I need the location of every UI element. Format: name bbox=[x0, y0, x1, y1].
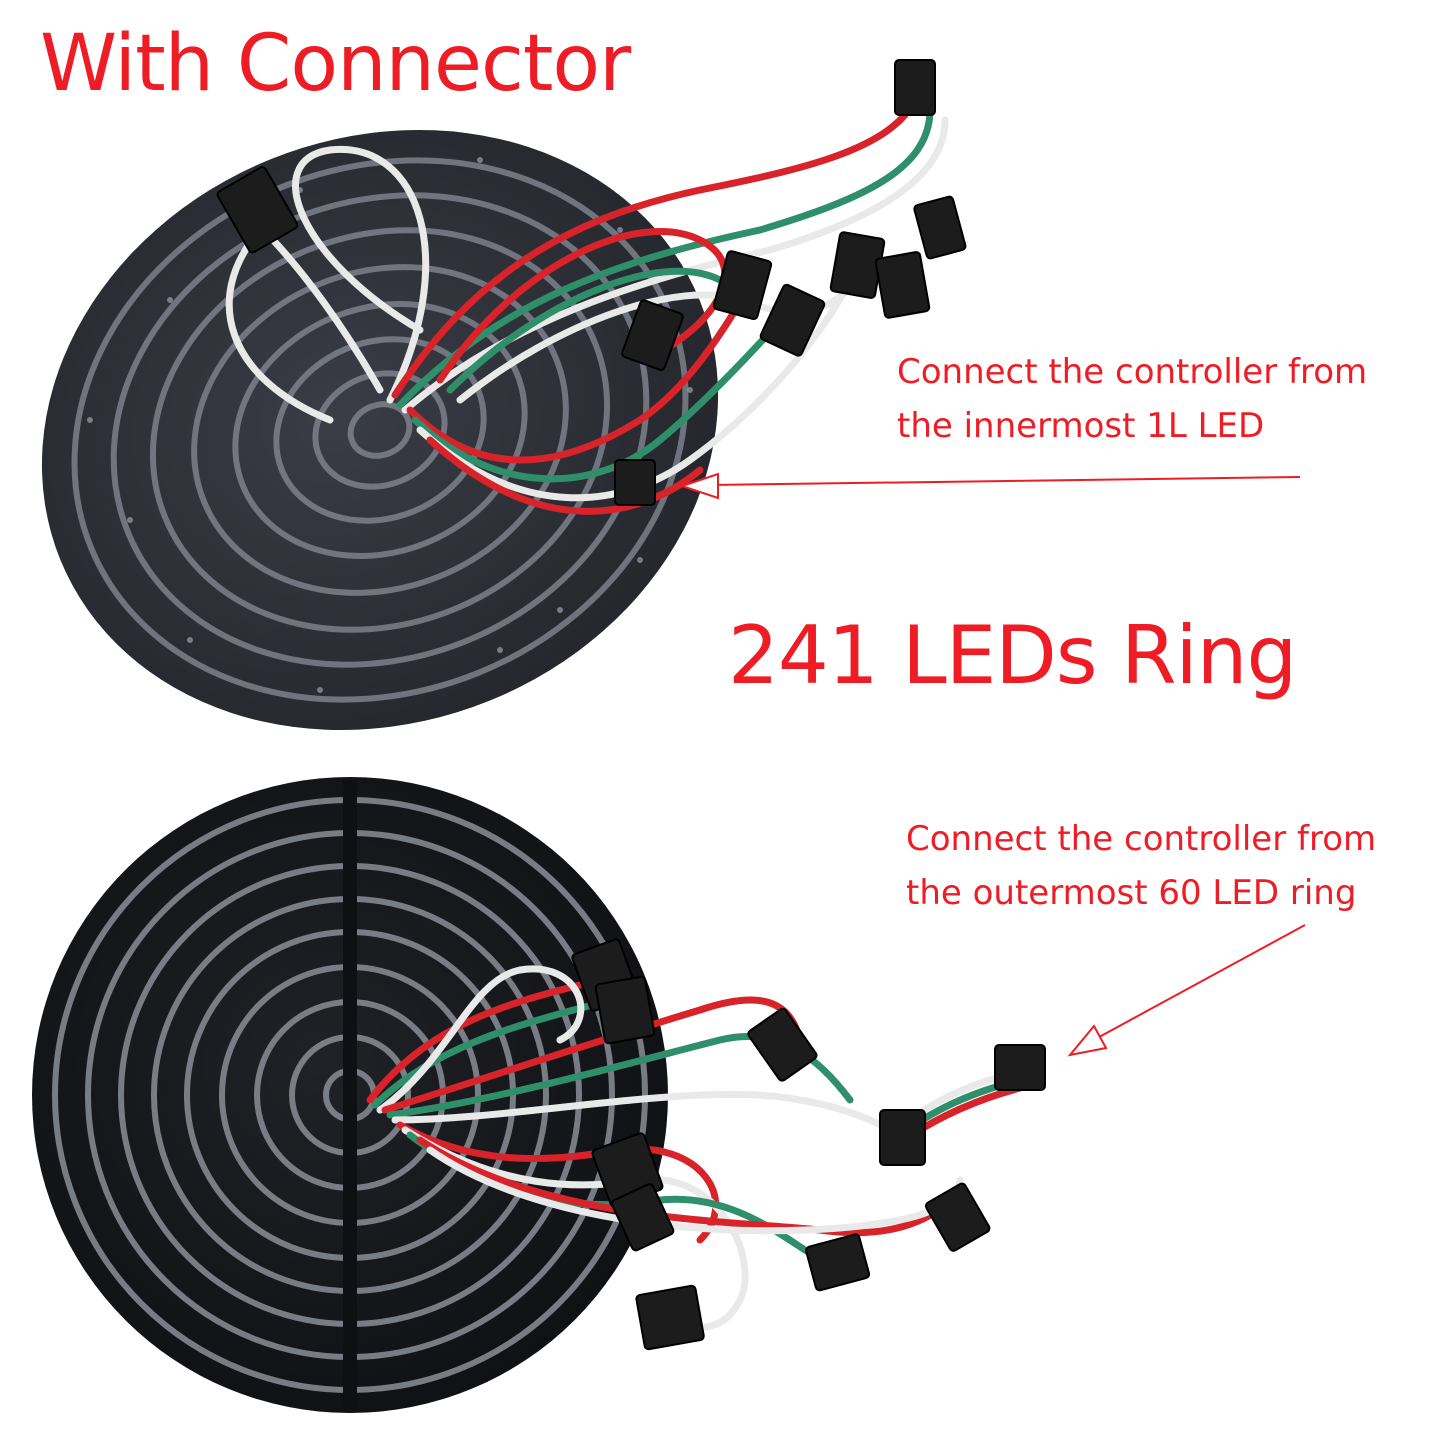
note-top-line-1: Connect the controller from bbox=[897, 352, 1368, 392]
note-top-line-2: the innermost 1L LED bbox=[897, 406, 1265, 446]
title-with-connector: With Connector bbox=[40, 19, 631, 109]
arrow-bottom-note bbox=[1067, 924, 1306, 1057]
arrow-top-note bbox=[678, 472, 1301, 500]
connector-cluster-bottom bbox=[571, 938, 1046, 1351]
note-innermost-connection: Connect the controller from the innermos… bbox=[897, 345, 1367, 453]
connector-cluster-top bbox=[216, 59, 967, 506]
note-outermost-connection: Connect the controller from the outermos… bbox=[906, 812, 1376, 920]
title-ring-count: 241 LEDs Ring bbox=[728, 609, 1297, 702]
led-ring-board-bottom bbox=[32, 777, 668, 1413]
note-bottom-line-1: Connect the controller from bbox=[906, 819, 1377, 859]
led-ring-board-top bbox=[41, 129, 719, 731]
note-bottom-line-2: the outermost 60 LED ring bbox=[906, 873, 1357, 913]
